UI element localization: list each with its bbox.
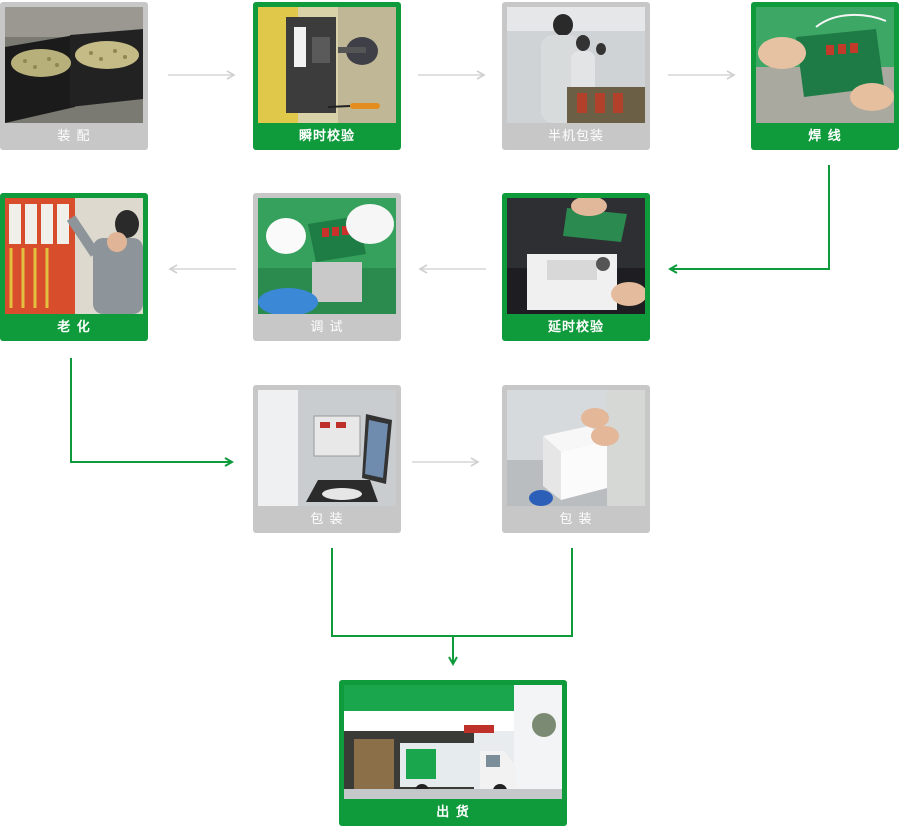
step-card-semi-packaging: 半机包装 bbox=[502, 2, 650, 150]
photo-packaging-2 bbox=[507, 390, 645, 506]
photo-delay-calibration bbox=[507, 198, 645, 314]
photo-packaging-1 bbox=[258, 390, 396, 506]
step-label: 半机包装 bbox=[547, 129, 604, 144]
photo-shipping bbox=[344, 685, 562, 799]
step-card-assembly: 装 配 bbox=[0, 2, 148, 150]
step-label: 装 配 bbox=[57, 129, 91, 144]
arrow-packaging1-merge bbox=[331, 548, 573, 637]
step-label: 老 化 bbox=[57, 320, 91, 335]
photo-welding bbox=[756, 7, 894, 123]
step-label: 调 试 bbox=[310, 320, 344, 335]
photo-debugging bbox=[258, 198, 396, 314]
step-label: 出 货 bbox=[436, 805, 470, 820]
step-label: 包 装 bbox=[310, 512, 344, 527]
photo-aging bbox=[5, 198, 143, 314]
step-card-welding: 焊 线 bbox=[751, 2, 899, 150]
arrow-aging-to-packaging bbox=[70, 358, 232, 462]
step-label: 延时校验 bbox=[547, 320, 604, 335]
step-label: 焊 线 bbox=[808, 129, 842, 144]
step-card-packaging-1: 包 装 bbox=[253, 385, 401, 533]
photo-assembly bbox=[5, 7, 143, 123]
step-card-debugging: 调 试 bbox=[253, 193, 401, 341]
photo-instant-calibration bbox=[258, 7, 396, 123]
step-card-packaging-2: 包 装 bbox=[502, 385, 650, 533]
step-card-delay-calibration: 延时校验 bbox=[502, 193, 650, 341]
arrow-welding-to-delay bbox=[670, 165, 830, 269]
step-card-instant-calibration: 瞬时校验 bbox=[253, 2, 401, 150]
step-card-aging: 老 化 bbox=[0, 193, 148, 341]
step-card-shipping: 出 货 bbox=[339, 680, 567, 826]
photo-semi-packaging bbox=[507, 7, 645, 123]
step-label: 包 装 bbox=[559, 512, 593, 527]
step-label: 瞬时校验 bbox=[298, 129, 355, 144]
